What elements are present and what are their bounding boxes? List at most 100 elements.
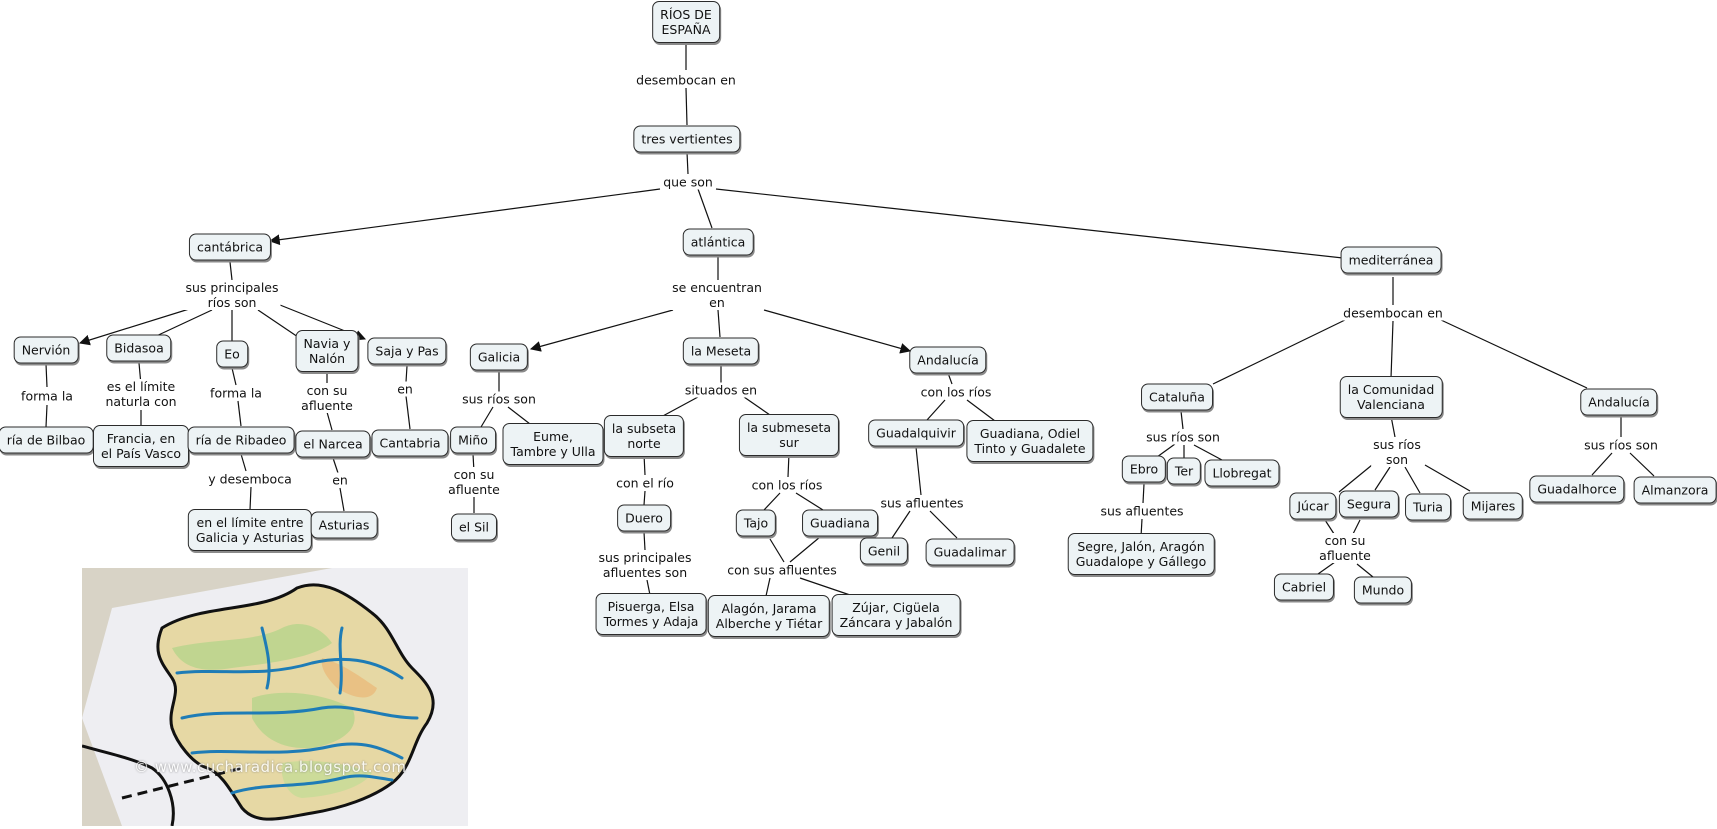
node-genil[interactable]: Genil [859, 537, 909, 565]
node-turia[interactable]: Turia [1405, 493, 1451, 521]
node-jucar[interactable]: Júcar [1289, 492, 1337, 520]
river-1 [175, 657, 404, 680]
link-en-1: en [395, 381, 415, 397]
node-cantabria[interactable]: Cantabria [371, 429, 449, 457]
connector-line [697, 188, 713, 229]
node-guadalhorce[interactable]: Guadalhorce [1529, 475, 1625, 503]
connector-line [332, 457, 339, 474]
node-nervion[interactable]: Nervión [13, 336, 79, 364]
node-limite-galicia[interactable]: en el límite entre Galicia y Asturias [187, 509, 313, 551]
link-desembocan-en-1: desembocan en [634, 72, 738, 88]
node-alagon[interactable]: Alagón, Jarama Alberche y Tiétar [707, 595, 831, 637]
connector-line [1390, 320, 1394, 379]
node-bidasoa[interactable]: Bidasoa [106, 334, 172, 362]
node-andalucia-mediterranea[interactable]: Andalucía [1580, 388, 1658, 416]
node-sil[interactable]: el Sil [450, 513, 498, 541]
node-eume[interactable]: Eume, Tambre y Ulla [502, 423, 604, 465]
node-saja-pas[interactable]: Saja y Pas [367, 337, 447, 365]
node-eo[interactable]: Eo [216, 340, 248, 368]
node-guadiana-odiel[interactable]: Guadiana, Odiel Tinto y Guadalete [966, 420, 1094, 462]
node-guadalquivir[interactable]: Guadalquivir [868, 419, 964, 447]
node-ter[interactable]: Ter [1166, 457, 1202, 485]
river-6 [338, 626, 344, 695]
link-situados-en: situados en [682, 382, 760, 398]
connector-line [257, 309, 299, 338]
node-segura[interactable]: Segura [1338, 490, 1400, 518]
connector-line [231, 367, 237, 386]
connector-line [966, 399, 996, 422]
node-segre[interactable]: Segre, Jalón, Aragón Guadalope y Gállego [1067, 533, 1215, 575]
node-ebro[interactable]: Ebro [1121, 455, 1167, 483]
node-almanzora[interactable]: Almanzora [1633, 476, 1717, 504]
node-ria-bilbao[interactable]: ría de Bilbao [0, 426, 94, 454]
node-ria-ribadeo[interactable]: ría de Ribadeo [187, 426, 295, 454]
map-drawing [82, 568, 468, 826]
node-asturias[interactable]: Asturias [310, 511, 378, 539]
connector-line [643, 453, 646, 476]
node-mediterranea[interactable]: mediterránea [1340, 246, 1442, 274]
node-cabriel[interactable]: Cabriel [1273, 573, 1335, 601]
connector-line [507, 406, 531, 425]
connector-line [405, 395, 411, 430]
connector-line [1142, 483, 1145, 504]
node-mundo[interactable]: Mundo [1353, 576, 1413, 604]
node-atlantica[interactable]: atlántica [682, 228, 754, 256]
connector-line [45, 363, 48, 388]
node-pisuerga[interactable]: Pisuerga, Elsa Tormes y Adaja [595, 593, 707, 635]
node-subseta-norte[interactable]: la subseta norte [603, 415, 685, 457]
node-tres-vertientes[interactable]: tres vertientes [633, 125, 741, 153]
node-mijares[interactable]: Mijares [1462, 492, 1524, 520]
node-mino[interactable]: Miño [450, 426, 496, 454]
node-navia-nalon[interactable]: Navia y Nalón [295, 330, 359, 372]
connector-line [1374, 466, 1391, 491]
node-comunidad-valenciana[interactable]: la Comunidad Valenciana [1339, 376, 1443, 418]
connector-line [646, 579, 651, 596]
land-orange [321, 658, 377, 698]
connector-line [763, 309, 912, 354]
node-guadiana[interactable]: Guadiana [802, 509, 878, 537]
node-andalucia-atlantica[interactable]: Andalucía [909, 346, 987, 374]
connector-line [947, 372, 953, 385]
node-tajo[interactable]: Tajo [735, 509, 777, 537]
link-sus-principales-afluentes: sus principales afluentes son [596, 550, 694, 580]
dashed-border [121, 766, 243, 800]
river-3 [190, 742, 404, 760]
node-duero[interactable]: Duero [617, 504, 671, 532]
connector-line [1629, 452, 1655, 477]
node-cataluna[interactable]: Cataluña [1141, 383, 1213, 411]
node-cantabrica[interactable]: cantábrica [188, 233, 272, 261]
connector-line [915, 446, 922, 496]
connector-line [1424, 464, 1471, 492]
link-que-son: que son [661, 174, 715, 190]
link-sus-afluentes-1: sus afluentes [878, 495, 966, 511]
connector-line [789, 536, 821, 563]
node-la-meseta[interactable]: la Meseta [682, 337, 760, 365]
connector-line [891, 510, 911, 539]
connector-line [151, 309, 213, 339]
node-llobregat[interactable]: Llobregat [1204, 459, 1280, 487]
connector-line [1356, 563, 1374, 578]
node-guadalimar[interactable]: Guadalimar [925, 538, 1015, 566]
connector-line [1156, 443, 1176, 458]
connector-line [1317, 561, 1336, 575]
node-rios-espana[interactable]: RÍOS DE ESPAÑA [652, 1, 720, 43]
connector-line [339, 487, 345, 512]
node-zujar[interactable]: Zújar, Cigüela Záncara y Jabalón [831, 594, 961, 636]
node-submeseta-sur[interactable]: la submeseta sur [738, 414, 840, 456]
node-francia[interactable]: Francia, en el País Vasco [92, 425, 190, 467]
connector-line [1591, 452, 1613, 476]
link-sus-rios-son-2: sus ríos son [1144, 429, 1222, 445]
connector-line [268, 188, 661, 246]
link-desembocan-en-2: desembocan en [1341, 305, 1445, 321]
connector-line [686, 151, 689, 175]
coastline [82, 744, 175, 826]
node-narcea[interactable]: el Narcea [295, 430, 371, 458]
link-sus-rios-son-3: sus ríos son [1371, 437, 1423, 467]
node-galicia[interactable]: Galicia [469, 343, 529, 371]
river-5 [260, 626, 271, 690]
map-photo: © www.cucharadica.blogspot.com [82, 568, 468, 826]
connector-line [769, 538, 785, 563]
rivers [175, 626, 419, 795]
